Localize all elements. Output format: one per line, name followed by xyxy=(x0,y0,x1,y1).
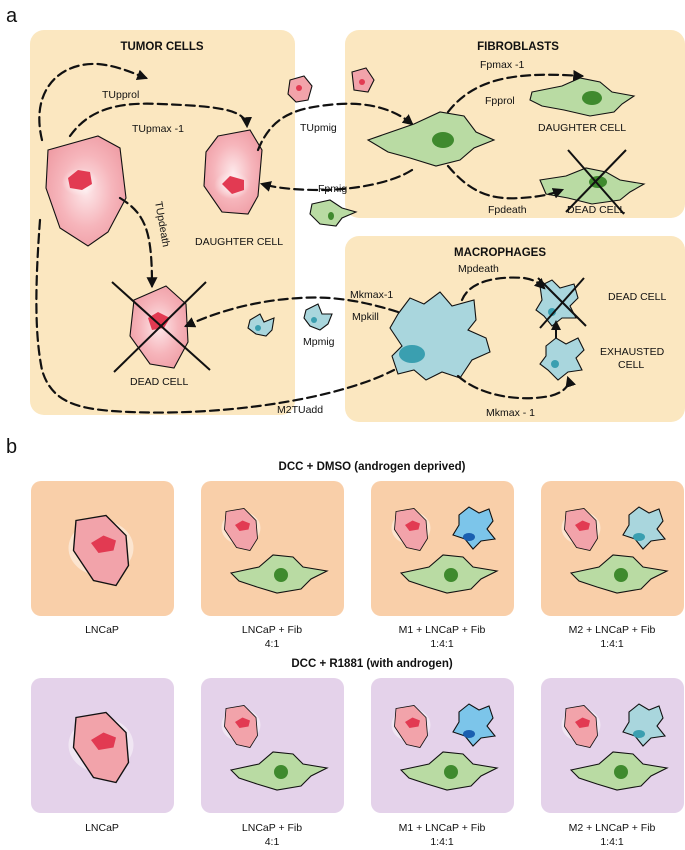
tumor-panel xyxy=(30,30,295,415)
row1-caption-1-line1: LNCaP xyxy=(85,624,119,636)
label-mpkill: Mpkill xyxy=(352,311,379,323)
row2-tile-2-bg xyxy=(201,678,344,813)
migrating-macrophage-2 xyxy=(303,303,333,331)
label-tupmig: TUpmig xyxy=(300,122,337,134)
row2-tile-3-m1-macrophage xyxy=(452,703,497,747)
row1-tile-3-bg xyxy=(371,481,514,616)
label-exhausted-2: CELL xyxy=(618,359,644,371)
arrow-tuprol xyxy=(38,62,149,142)
row1-tile-3-tumor-cell xyxy=(391,508,431,551)
arrow-tupdeath xyxy=(118,196,158,289)
label-tumor-daughter: DAUGHTER CELL xyxy=(195,236,283,248)
label-mac-dead: DEAD CELL xyxy=(608,291,667,303)
row2-tile-4-tumor-cell xyxy=(561,705,601,748)
tumor-dead-cell xyxy=(111,281,211,373)
row1-tile-4-tumor-cell xyxy=(561,508,601,551)
row1-tile-2: LNCaP + Fib 4:1 xyxy=(201,481,344,650)
row1-tile-1-tumor-cell xyxy=(68,514,134,587)
row1-tile-3-fibroblast xyxy=(399,554,499,594)
row1-title: DCC + DMSO (androgen deprived) xyxy=(279,461,466,473)
row2-tile-3-bg xyxy=(371,678,514,813)
row2-caption-2-line1: LNCaP + Fib xyxy=(242,822,302,834)
row2-caption-3-line2: 1:4:1 xyxy=(430,836,454,848)
label-fpmig: Fpmig xyxy=(318,183,347,195)
row2-tile-3: M1 + LNCaP + Fib 1:4:1 xyxy=(371,678,514,848)
label-fib-daughter: DAUGHTER CELL xyxy=(538,122,626,134)
label-mpmig: Mpmig xyxy=(303,336,335,348)
panel-b-letter: b xyxy=(6,436,17,458)
macrophage-mother-cell xyxy=(389,291,491,381)
row2-tile-3-tumor-cell xyxy=(391,705,431,748)
arrow-fpmig xyxy=(259,168,414,192)
row2-tile-2-tumor-cell xyxy=(221,705,261,748)
label-fpmax: Fpmax -1 xyxy=(480,59,525,71)
arrow-fpdeath xyxy=(446,164,565,200)
panel-a-letter: a xyxy=(6,5,18,27)
row2-caption-2-line2: 4:1 xyxy=(265,836,280,848)
row2-tile-1-tumor-cell xyxy=(68,711,134,784)
macrophage-exhausted-cell xyxy=(539,337,585,381)
migrating-tumor-cell xyxy=(287,75,313,103)
row1-tile-2-fibroblast xyxy=(229,554,329,594)
row1-tile-2-tumor-cell xyxy=(221,508,261,551)
macrophage-panel-title: MACROPHAGES xyxy=(454,247,546,259)
row2-tile-4: M2 + LNCaP + Fib 1:4:1 xyxy=(541,678,684,848)
row2-caption-4-line1: M2 + LNCaP + Fib xyxy=(569,822,656,834)
row2-title: DCC + R1881 (with androgen) xyxy=(291,658,453,670)
migrating-macrophage xyxy=(247,313,275,337)
label-tumor-dead: DEAD CELL xyxy=(130,376,189,388)
row1-tile-4: M2 + LNCaP + Fib 1:4:1 xyxy=(541,481,684,650)
arrow-mpdeath xyxy=(460,276,546,302)
row1-tile-1: LNCaP xyxy=(31,481,174,636)
label-fpdeath: Fpdeath xyxy=(488,204,527,216)
row2-tile-2: LNCaP + Fib 4:1 xyxy=(201,678,344,848)
arrow-fpmax xyxy=(446,69,585,114)
label-exhausted-1: EXHAUSTED xyxy=(600,346,665,358)
tumor-daughter-cell xyxy=(203,129,263,215)
label-tuprol: TUpprol xyxy=(102,89,139,101)
row2-caption-1-line1: LNCaP xyxy=(85,822,119,834)
tumor-panel-title: TUMOR CELLS xyxy=(120,41,203,53)
fibroblast-dead-cell xyxy=(539,149,646,215)
row1-tile-4-m2-macrophage xyxy=(622,506,667,550)
row2-tile-4-fibroblast xyxy=(569,751,669,791)
row1-caption-4-line2: 1:4:1 xyxy=(600,638,624,650)
macrophage-dead-cell xyxy=(535,277,587,329)
label-m2tuadd: M2TUadd xyxy=(277,404,323,416)
row2-tile-4-m2-macrophage xyxy=(622,703,667,747)
row1-caption-2-line1: LNCaP + Fib xyxy=(242,624,302,636)
row2-caption-3-line1: M1 + LNCaP + Fib xyxy=(399,822,486,834)
row1-tile-3: M1 + LNCaP + Fib 1:4:1 xyxy=(371,481,514,650)
row2-tile-3-fibroblast xyxy=(399,751,499,791)
label-mpdeath: Mpdeath xyxy=(458,263,499,275)
row1-tile-4-fibroblast xyxy=(569,554,669,594)
arrow-mkmax2 xyxy=(456,374,576,400)
condition-tiles: LNCaP LNCaP + Fib 4:1 M1 + LNCaP + Fib 1:4:1… xyxy=(31,481,684,848)
arrow-m2tuadd xyxy=(35,218,396,414)
arrow-mpkill xyxy=(184,296,400,328)
migrating-tumor-cell-2 xyxy=(351,67,375,93)
row2-tile-2-fibroblast xyxy=(229,751,329,791)
row1-caption-4-line1: M2 + LNCaP + Fib xyxy=(569,624,656,636)
row2-tile-1: LNCaP xyxy=(31,678,174,834)
row1-tile-3-m1-macrophage xyxy=(452,506,497,550)
row1-caption-3-line1: M1 + LNCaP + Fib xyxy=(399,624,486,636)
migrating-fibroblast xyxy=(309,199,358,227)
label-tupmax: TUpmax -1 xyxy=(132,123,184,135)
fibroblast-panel-title: FIBROBLASTS xyxy=(477,41,559,53)
label-mkmax1: Mkmax-1 xyxy=(350,289,393,301)
tumor-mother-cell xyxy=(45,135,127,247)
label-fib-dead: DEAD CELL xyxy=(567,204,626,216)
row2-caption-4-line2: 1:4:1 xyxy=(600,836,624,848)
row2-tile-4-bg xyxy=(541,678,684,813)
label-fpprol: Fpprol xyxy=(485,95,515,107)
label-mkmax2: Mkmax - 1 xyxy=(486,407,535,419)
row1-tile-2-bg xyxy=(201,481,344,616)
row1-tile-4-bg xyxy=(541,481,684,616)
row1-caption-3-line2: 1:4:1 xyxy=(430,638,454,650)
fibroblast-mother-cell xyxy=(366,111,496,167)
arrow-tupmax xyxy=(68,102,252,138)
row1-caption-2-line2: 4:1 xyxy=(265,638,280,650)
